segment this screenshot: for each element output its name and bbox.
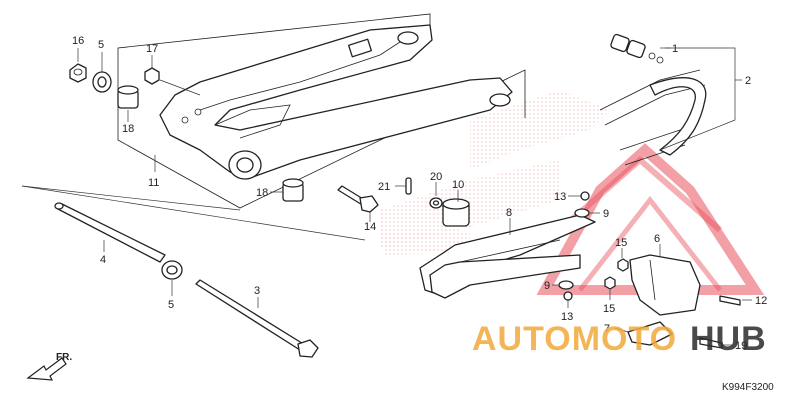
lead-line-a [21, 185, 366, 241]
callout-6: 6 [654, 233, 660, 245]
callout-21: 21 [378, 181, 390, 193]
callout-11: 11 [148, 177, 159, 189]
part-15-nut-bottom [604, 276, 616, 290]
callout-labels: 16 5 17 18 11 4 5 3 18 14 21 20 10 8 13 … [72, 35, 767, 352]
callout-9-top: 9 [603, 208, 609, 220]
callout-9-bottom: 9 [544, 280, 550, 292]
lead-line-b [21, 185, 241, 211]
part-9-grommet-bottom [558, 280, 574, 290]
part-2-drive-chain [599, 69, 707, 166]
callout-18-bottom: 18 [256, 187, 268, 199]
callout-15-bottom: 15 [603, 303, 615, 315]
part-9-grommet-top [574, 208, 590, 218]
callout-14: 14 [364, 221, 376, 233]
part-14-bolt [337, 185, 379, 213]
callout-13-bottom: 13 [561, 311, 573, 323]
callout-10: 10 [452, 179, 464, 191]
callout-7: 7 [604, 323, 610, 335]
callout-20: 20 [430, 171, 442, 183]
callout-16: 16 [72, 35, 84, 47]
part-8-chain-slider [419, 214, 596, 299]
part-18-bushing-bottom [282, 178, 304, 202]
part-13-screw-top [580, 191, 590, 201]
part-20-washer [429, 197, 443, 209]
callout-8: 8 [506, 207, 512, 219]
automotohub-watermark: AUTOMOTO HUB [472, 320, 767, 358]
part-3-pivot-bolt [195, 279, 319, 358]
part-10-roller [442, 198, 470, 227]
callout-1: 1 [672, 43, 678, 55]
part-5-washer-top [92, 71, 112, 93]
part-17-nut [144, 67, 160, 85]
watermark-text-hub: HUB [690, 320, 767, 358]
part-7-bracket [627, 321, 673, 346]
part-19-bolt [699, 337, 723, 349]
bracket-1-2 [659, 47, 736, 151]
part-6-chain-guide [629, 254, 701, 316]
callout-4: 4 [100, 254, 106, 266]
callout-18-top: 18 [122, 123, 134, 135]
wing-logo-background [380, 90, 610, 255]
part-16-nut [69, 63, 87, 83]
part-1-chain-joint [610, 33, 664, 64]
direction-label: FR. [56, 352, 72, 363]
part-4-pivot-shaft [54, 202, 166, 263]
callout-3: 3 [254, 285, 260, 297]
part-13-screw-bottom [563, 291, 573, 301]
callout-15-top: 15 [615, 237, 627, 249]
part-15-nut-top [617, 258, 629, 272]
callout-5-bottom: 5 [168, 299, 174, 311]
callout-12: 12 [755, 295, 767, 307]
swingarm-group-box [117, 69, 526, 209]
part-5-washer-bottom [161, 260, 183, 280]
callout-2: 2 [745, 75, 751, 87]
front-direction-arrow: FR. [26, 352, 72, 381]
leader-lines [77, 48, 752, 346]
callout-17: 17 [146, 43, 158, 55]
callout-5-top: 5 [98, 39, 104, 51]
diagram-code: K994F3200 [722, 382, 774, 393]
part-12-bolt [719, 295, 741, 306]
callout-13-top: 13 [554, 191, 566, 203]
watermark-text-automoto: AUTOMOTO [472, 320, 677, 358]
part-21-pin [405, 177, 412, 195]
callout-19: 19 [735, 340, 747, 352]
swingarm [159, 24, 513, 180]
part-18-bushing-top [117, 85, 139, 109]
